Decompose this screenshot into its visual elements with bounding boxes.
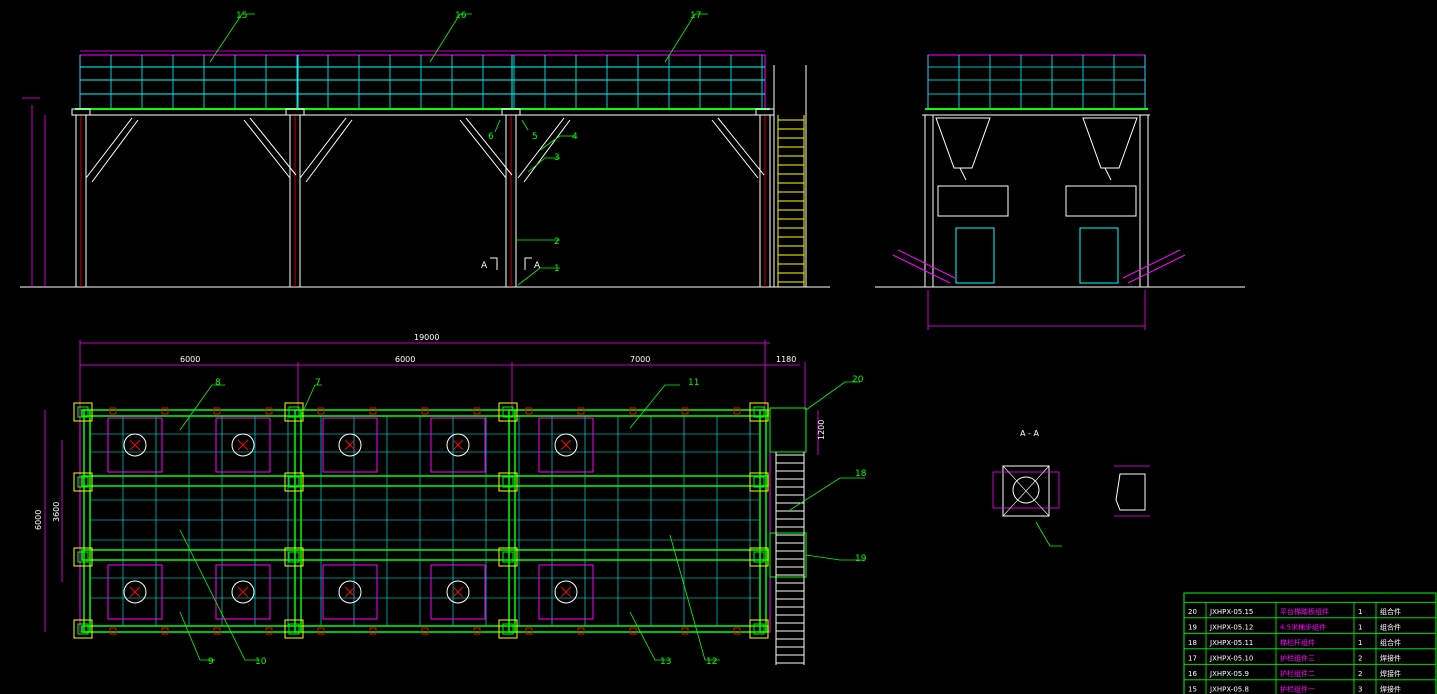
bom-cell-qty: 1	[1358, 623, 1362, 631]
plan-view: 19000 6000 6000 7000 1180 6000 3600 1200	[34, 333, 867, 667]
bom-cell-name: 4.5米梯步组件	[1280, 622, 1326, 631]
front-dimension-lines	[22, 50, 765, 287]
bom-cell-note: 焊接件	[1380, 669, 1401, 678]
hopper-right	[1065, 117, 1138, 284]
bom-cell-note: 焊接件	[1380, 653, 1401, 662]
callout-8: 8	[215, 378, 221, 388]
dim-stair-depth: 1200	[817, 420, 826, 440]
bom-cell-qty: 2	[1358, 670, 1362, 678]
bom-cell-name: 护栏组件一	[1280, 684, 1315, 693]
callout-6: 6	[488, 132, 494, 142]
bom-cell-code: JXHPX-05.15	[1209, 608, 1253, 616]
bom-cell-code: JXHPX-05.10	[1209, 654, 1253, 662]
column-caps	[73, 402, 769, 639]
bom-cell-qty: 2	[1358, 654, 1362, 662]
dim-inner-width: 3600	[52, 502, 61, 522]
bom-cell-code: JXHPX-05.12	[1209, 623, 1253, 631]
callout-7: 7	[315, 378, 321, 388]
section-marker	[490, 257, 532, 270]
dim-overall-width: 6000	[34, 510, 43, 530]
bom-cell-qty: 1	[1358, 608, 1362, 616]
dim-total-length: 19000	[414, 333, 439, 342]
plan-leaders	[179, 381, 865, 661]
callout-15: 15	[236, 11, 247, 21]
callout-19: 19	[855, 554, 867, 564]
bom-cell-no: 19	[1188, 623, 1197, 631]
front-elevation-view: A A 15 16 17 1 2 3 4 5 6	[20, 11, 830, 288]
bom-cell-note: 组合件	[1380, 607, 1401, 616]
bom-cell-code: JXHPX-05.8	[1209, 685, 1249, 693]
bom-cell-no: 15	[1188, 685, 1197, 693]
bom-cell-name: 梯栏杆组件	[1280, 638, 1315, 647]
callout-16: 16	[455, 11, 467, 21]
bom-cell-note: 焊接件	[1380, 684, 1401, 693]
conveyors	[892, 249, 1186, 284]
bom-cell-no: 17	[1188, 654, 1197, 662]
section-label-right: A	[534, 261, 541, 271]
bom-cell-code: JXHPX-05.9	[1209, 670, 1249, 678]
bom-cell-no: 16	[1188, 670, 1197, 678]
side-elevation-view	[875, 54, 1245, 330]
bom-cell-no: 18	[1188, 639, 1197, 647]
front-leaders	[209, 13, 708, 286]
callout-3: 3	[554, 153, 560, 163]
dim-span-3: 7000	[630, 355, 650, 364]
bom-cell-qty: 3	[1358, 685, 1362, 693]
bom-cell-name: 平台梯踏板组件	[1280, 607, 1329, 616]
callout-2: 2	[554, 237, 560, 247]
bom-cell-note: 组合件	[1380, 638, 1401, 647]
callout-13: 13	[660, 657, 671, 667]
callout-20: 20	[852, 375, 864, 385]
hopper-left	[935, 117, 1009, 284]
dim-span-1: 6000	[180, 355, 200, 364]
section-a-a-detail: A - A	[992, 429, 1150, 547]
bom-cell-no: 20	[1188, 608, 1197, 616]
bom-cell-name: 护栏组件三	[1280, 653, 1315, 662]
bom-cell-note: 组合件	[1380, 622, 1401, 631]
access-ladder	[773, 65, 807, 287]
callout-10: 10	[255, 657, 267, 667]
callout-11: 11	[688, 378, 699, 388]
callout-9: 9	[208, 657, 214, 667]
plan-stair	[769, 407, 807, 665]
column-set	[71, 108, 775, 288]
callout-1: 1	[554, 264, 560, 274]
section-title: A - A	[1020, 429, 1039, 438]
callout-12: 12	[706, 657, 717, 667]
dim-platform-width: 1180	[776, 355, 796, 364]
bom-cell-code: JXHPX-05.11	[1209, 639, 1253, 647]
callout-4: 4	[572, 132, 578, 142]
plan-dimension-lines	[44, 340, 819, 632]
bill-of-materials-table: 20 JXHPX-05.15 平台梯踏板组件 1 组合件 19 JXHPX-05.12 4.5…	[1183, 592, 1437, 694]
knee-braces	[85, 117, 765, 183]
bom-cell-qty: 1	[1358, 639, 1362, 647]
bom-cell-name: 护栏组件二	[1280, 669, 1315, 678]
side-columns	[924, 114, 1149, 288]
dim-span-2: 6000	[395, 355, 415, 364]
callout-17: 17	[690, 11, 701, 21]
section-label-left: A	[481, 261, 488, 271]
hopper-openings	[107, 417, 594, 620]
callout-5: 5	[532, 132, 538, 142]
callout-18: 18	[855, 469, 867, 479]
